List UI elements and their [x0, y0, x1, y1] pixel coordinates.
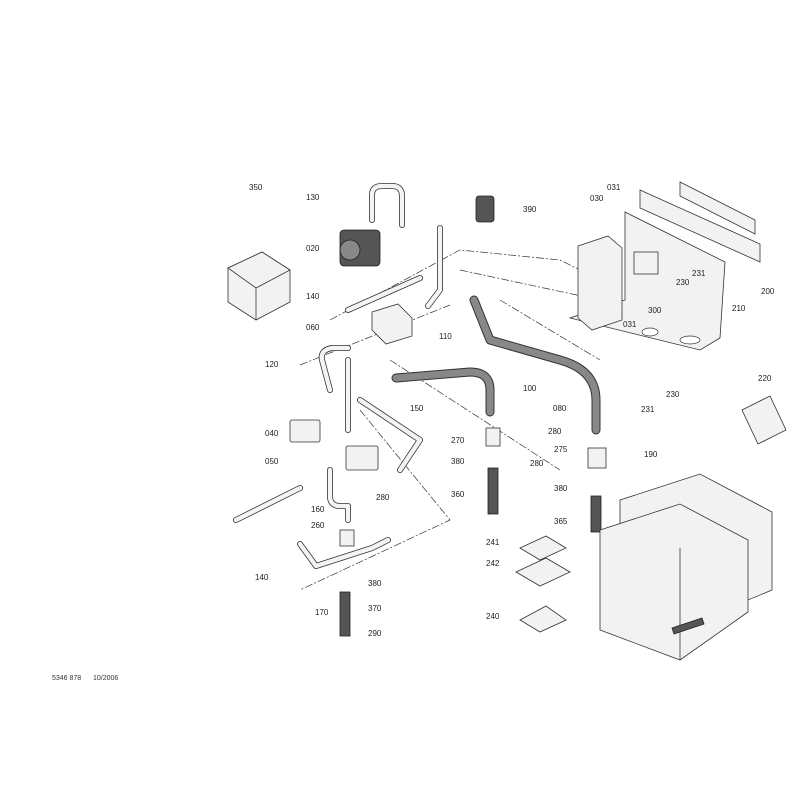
callout-380: 380 — [368, 579, 382, 588]
callout-140: 140 — [255, 573, 269, 582]
callout-140: 140 — [306, 292, 320, 301]
callout-380: 380 — [451, 457, 465, 466]
part-360-filter — [487, 467, 499, 515]
part-150-pipe — [345, 357, 423, 473]
callout-260: 260 — [311, 521, 325, 530]
callout-030: 030 — [590, 194, 604, 203]
callout-230: 230 — [666, 390, 680, 399]
part-220-packet — [741, 395, 787, 445]
part-080-hose — [469, 295, 601, 435]
part-060-valve — [371, 303, 413, 345]
callout-241: 241 — [486, 538, 500, 547]
callout-210: 210 — [732, 304, 746, 313]
callout-380: 380 — [554, 484, 568, 493]
part-260-fitting — [339, 529, 355, 547]
callout-040: 040 — [265, 429, 279, 438]
part-100-hose — [391, 367, 495, 417]
part-120-pipe — [318, 345, 351, 393]
callout-370: 370 — [368, 604, 382, 613]
part-030-heat-exchanger — [577, 235, 623, 331]
callout-130: 130 — [306, 193, 320, 202]
part-190-casing — [599, 473, 773, 661]
part-160-pipe — [327, 467, 351, 523]
callout-170: 170 — [315, 608, 329, 617]
footer-date: 10/2006 — [93, 675, 118, 682]
part-275-tee — [587, 447, 607, 469]
part-050-valve — [345, 445, 379, 471]
callout-242: 242 — [486, 559, 500, 568]
callout-200: 200 — [761, 287, 775, 296]
callout-031: 031 — [607, 183, 621, 192]
callout-031: 031 — [623, 320, 637, 329]
part-020-pump — [339, 229, 381, 267]
part-110-pipe — [425, 225, 443, 309]
footer-doc-number: 5346 878 — [52, 675, 81, 682]
part-270-fitting — [485, 427, 501, 447]
callout-300: 300 — [648, 306, 662, 315]
callout-275: 275 — [554, 445, 568, 454]
callout-280: 280 — [530, 459, 544, 468]
part-241-242-240-seal-kits — [515, 535, 571, 633]
callout-190: 190 — [644, 450, 658, 459]
part-170-pipe — [297, 537, 391, 569]
callout-365: 365 — [554, 517, 568, 526]
callout-240: 240 — [486, 612, 500, 621]
callout-231: 231 — [641, 405, 655, 414]
callout-labels: 350 130 020 140 060 110 390 030 031 231 … — [249, 183, 775, 638]
callout-230: 230 — [676, 278, 690, 287]
part-370-filter — [339, 591, 351, 637]
part-300-part — [633, 251, 659, 275]
part-130-pipe — [369, 183, 405, 228]
callout-270: 270 — [451, 436, 465, 445]
callout-280: 280 — [376, 493, 390, 502]
part-140-pipe — [233, 485, 303, 523]
callout-220: 220 — [758, 374, 772, 383]
callout-100: 100 — [523, 384, 537, 393]
callout-150: 150 — [410, 404, 424, 413]
callout-280: 280 — [548, 427, 562, 436]
part-350-control-box — [227, 251, 291, 321]
part-040-valve — [289, 419, 321, 443]
callout-020: 020 — [306, 244, 320, 253]
callout-360: 360 — [451, 490, 465, 499]
callout-160: 160 — [311, 505, 325, 514]
callout-080: 080 — [553, 404, 567, 413]
callout-110: 110 — [439, 332, 452, 341]
part-140-valve — [345, 275, 423, 313]
callout-060: 060 — [306, 323, 320, 332]
callout-350: 350 — [249, 183, 263, 192]
part-365-filter — [590, 495, 602, 533]
callout-050: 050 — [265, 457, 279, 466]
callout-390: 390 — [523, 205, 537, 214]
callout-290: 290 — [368, 629, 382, 638]
callout-120: 120 — [265, 360, 279, 369]
part-390-part — [475, 195, 495, 223]
callout-231: 231 — [692, 269, 706, 278]
